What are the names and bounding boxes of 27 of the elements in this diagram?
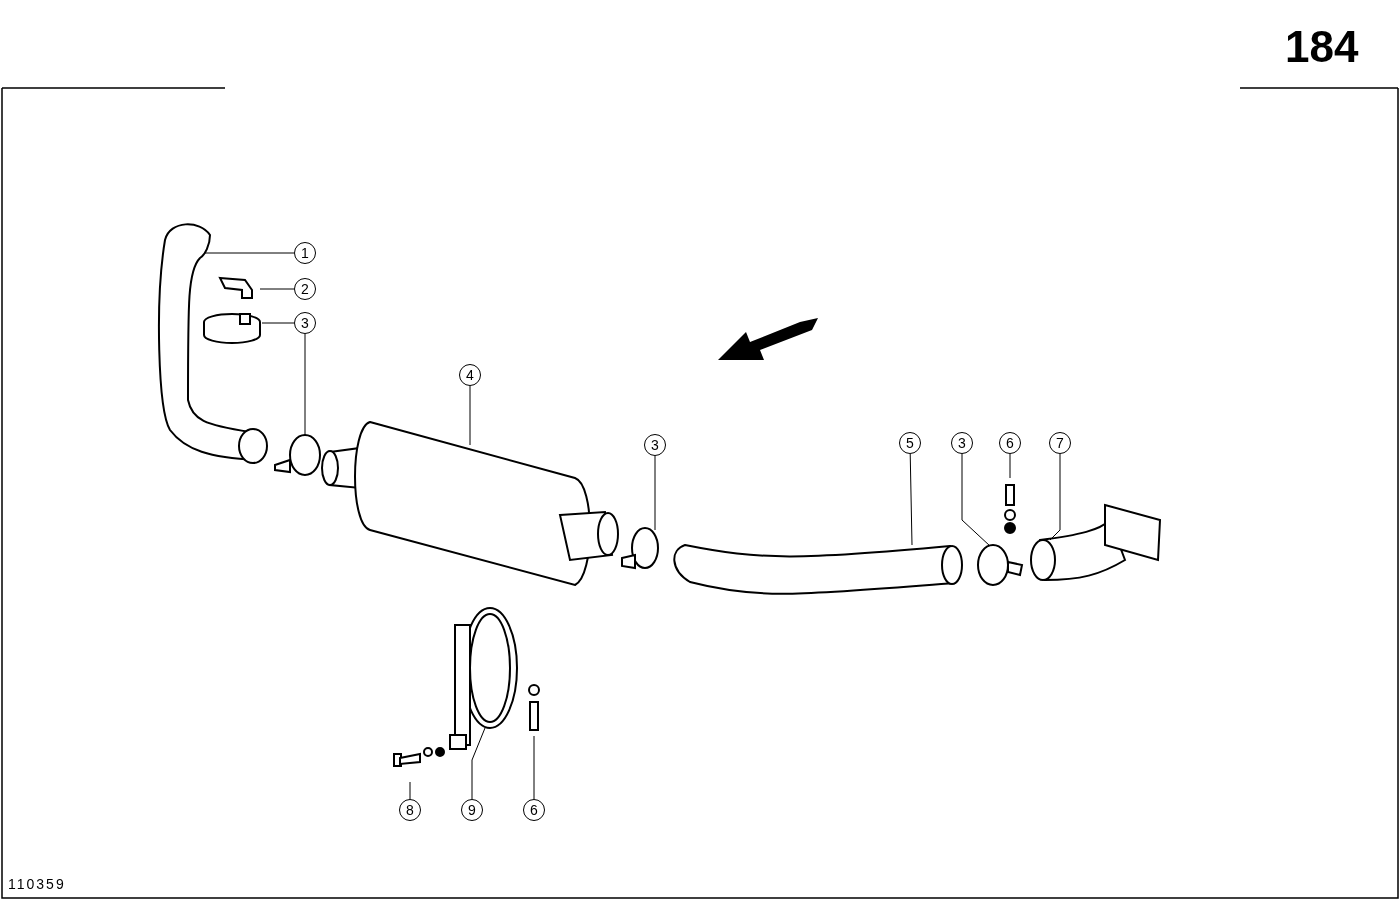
leader-line (961, 453, 991, 547)
leader-line (261, 322, 295, 324)
drawing-number: 110359 (8, 876, 66, 892)
callout-number: 4 (459, 364, 481, 386)
leader-line (259, 288, 295, 290)
callout-number: 3 (644, 434, 666, 456)
callout-number: 6 (523, 799, 545, 821)
callout-number: 5 (899, 432, 921, 454)
callout-number: 3 (294, 312, 316, 334)
leader-line (1009, 453, 1011, 479)
page-number: 184 (1285, 22, 1359, 72)
callout-number: 3 (951, 432, 973, 454)
callout-number: 8 (399, 799, 421, 821)
leader-line (471, 727, 486, 800)
callout-number: 1 (294, 242, 316, 264)
leader-line (1049, 453, 1061, 541)
leader-line (533, 735, 535, 800)
leader-line (654, 455, 656, 531)
callout-number: 9 (461, 799, 483, 821)
leader-line (409, 781, 411, 800)
callout-number: 7 (1049, 432, 1071, 454)
leader-line (204, 252, 295, 254)
leader-line (469, 385, 471, 446)
callout-number: 6 (999, 432, 1021, 454)
leader-line (909, 453, 913, 546)
leader-line (304, 333, 306, 437)
callout-number: 2 (294, 278, 316, 300)
